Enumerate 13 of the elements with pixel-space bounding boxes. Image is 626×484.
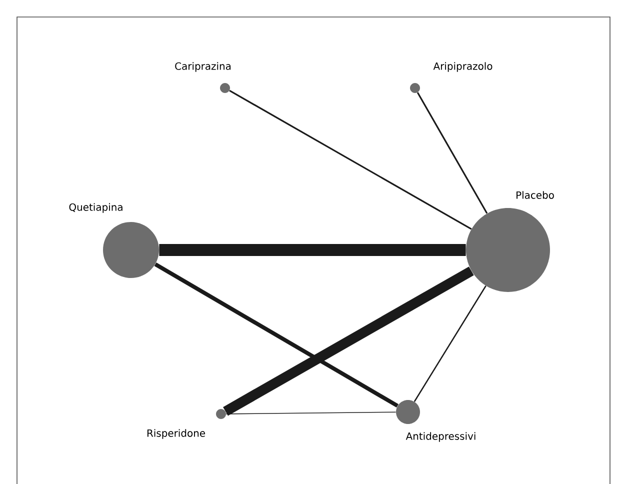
connector bbox=[414, 286, 486, 402]
connector bbox=[229, 90, 472, 230]
connector bbox=[226, 412, 396, 414]
node-label: Cariprazina bbox=[175, 62, 231, 72]
node-label: Risperidone bbox=[147, 429, 206, 439]
connector bbox=[416, 92, 488, 214]
connector bbox=[154, 262, 398, 408]
node-label: Placebo bbox=[516, 191, 554, 199]
node-label: Quetiapina bbox=[69, 203, 122, 213]
connector bbox=[159, 244, 466, 256]
connector bbox=[223, 266, 474, 416]
node-label: Antidepressivi bbox=[406, 432, 476, 442]
node-label: Aripiprazolo bbox=[433, 62, 492, 72]
